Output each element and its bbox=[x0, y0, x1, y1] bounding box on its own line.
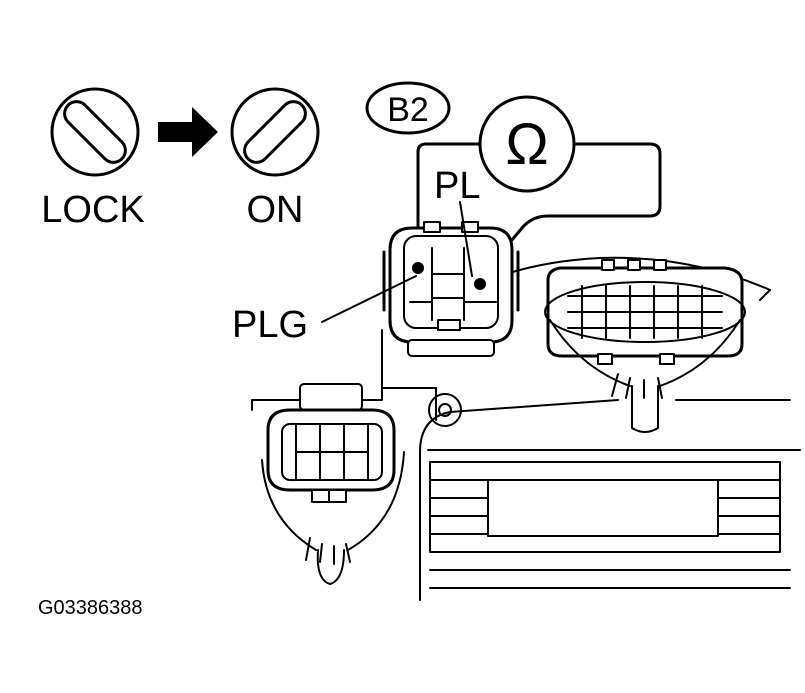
lock-label: LOCK bbox=[41, 189, 144, 231]
terminal-labels: PL PLG bbox=[232, 165, 480, 346]
harness-connector-large bbox=[461, 256, 771, 433]
harness-connector-small bbox=[251, 329, 405, 585]
connector-b2 bbox=[382, 221, 520, 357]
figure-code: G03386388 bbox=[38, 597, 143, 619]
control-module-body bbox=[381, 387, 801, 601]
ohmmeter: Ω bbox=[416, 95, 662, 280]
terminal-plg-label: PLG bbox=[232, 304, 308, 346]
ignition-switch-sequence: LOCK ON bbox=[41, 87, 320, 231]
ohm-symbol: Ω bbox=[505, 112, 548, 177]
right-arrow-icon bbox=[158, 107, 218, 157]
on-label: ON bbox=[247, 189, 304, 231]
connector-badge-label: B2 bbox=[387, 91, 429, 129]
terminal-pl-label: PL bbox=[434, 165, 480, 207]
key-slot-lock-icon bbox=[50, 87, 140, 177]
key-slot-on-icon bbox=[230, 87, 320, 177]
connector-badge: B2 bbox=[365, 81, 451, 135]
